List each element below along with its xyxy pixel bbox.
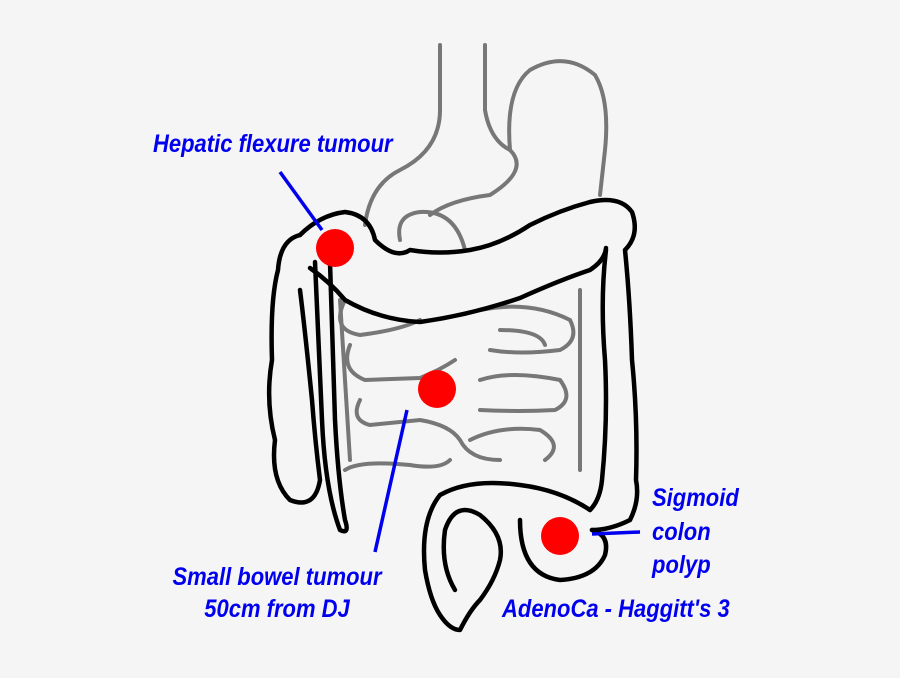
sigmoid-polyp-marker bbox=[541, 517, 579, 555]
sigmoid-label-line3: polyp bbox=[652, 551, 711, 579]
sigmoid-leader-line bbox=[591, 530, 641, 536]
sigmoid-label-line1: Sigmoid bbox=[652, 484, 739, 512]
sigmoid-label-line2: colon bbox=[652, 518, 711, 546]
small-bowel-tumour-marker bbox=[418, 370, 456, 408]
hepatic-label: Hepatic flexure tumour bbox=[153, 130, 393, 158]
leader-lines bbox=[278, 170, 641, 553]
small-bowel-label-line1: Small bowel tumour bbox=[172, 563, 382, 591]
small-bowel-label-line2: 50cm from DJ bbox=[204, 595, 350, 623]
hepatic-tumour-marker bbox=[316, 229, 354, 267]
hepatic-leader-line bbox=[278, 170, 324, 232]
small-intestine bbox=[338, 288, 582, 472]
stomach-esophagus bbox=[363, 43, 609, 252]
small-bowel-leader-line bbox=[373, 409, 409, 553]
histology-label: AdenoCa - Haggitt's 3 bbox=[502, 595, 730, 623]
large-intestine bbox=[266, 197, 640, 633]
